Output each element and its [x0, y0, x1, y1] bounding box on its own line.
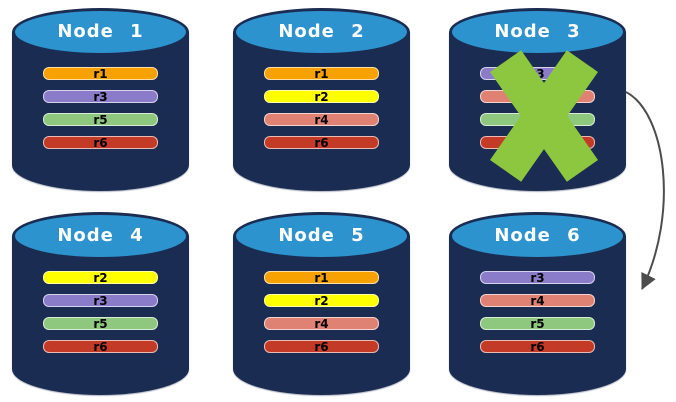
node-6: Node 6 r3 r4 r5 r6 [449, 212, 626, 395]
replica-bar-r1: r1 [264, 66, 379, 81]
replica-bar-r6: r6 [264, 135, 379, 150]
replica-label: r6 [314, 339, 329, 354]
replica-bar-r5: r5 [43, 112, 158, 127]
replica-bar-r3: r3 [480, 270, 595, 285]
replica-bar-r4: r4 [480, 89, 595, 104]
node-2-title: Node 2 [278, 21, 365, 42]
node-1-cylinder-top [12, 8, 189, 56]
replica-bar-r6: r6 [480, 339, 595, 354]
replica-label: r4 [530, 293, 545, 308]
replica-bar-r1: r1 [264, 270, 379, 285]
replica-label: r6 [530, 339, 545, 354]
node-6-replica-list: r3 r4 r5 r6 [480, 271, 595, 363]
node-3: Node 3 r3 r4 r5 r6 [449, 8, 626, 191]
replica-label: r6 [93, 339, 108, 354]
replica-bar-r6: r6 [43, 135, 158, 150]
replica-label: r3 [93, 293, 108, 308]
replica-label: r2 [314, 89, 329, 104]
replica-label: r6 [314, 135, 329, 150]
replica-bar-r3: r3 [43, 89, 158, 104]
replica-label: r4 [530, 89, 545, 104]
node-5-cylinder-body [233, 236, 410, 395]
replica-label: r5 [530, 316, 545, 331]
replica-bar-r2: r2 [264, 89, 379, 104]
replica-label: r2 [314, 293, 329, 308]
node-5-cylinder-top [233, 212, 410, 260]
node-2: Node 2 r1 r2 r4 r6 [233, 8, 410, 191]
replica-label: r4 [314, 316, 329, 331]
replica-bar-r2: r2 [43, 270, 158, 285]
replica-bar-r5: r5 [43, 316, 158, 331]
node-5: Node 5 r1 r2 r4 r6 [233, 212, 410, 395]
replica-bar-r1: r1 [43, 66, 158, 81]
replica-label: r2 [93, 270, 108, 285]
replica-label: r5 [93, 316, 108, 331]
replica-bar-r4: r4 [264, 112, 379, 127]
node-1-cylinder-body [12, 32, 189, 191]
replica-label: r1 [314, 66, 329, 81]
node-6-cylinder-body [449, 236, 626, 395]
node-2-cylinder-top [233, 8, 410, 56]
replica-label: r1 [314, 270, 329, 285]
replica-bar-r3: r3 [43, 293, 158, 308]
node-4-title: Node 4 [57, 225, 144, 246]
replica-label: r5 [93, 112, 108, 127]
node-2-cylinder-body [233, 32, 410, 191]
replica-label: r3 [530, 66, 545, 81]
node-3-title: Node 3 [494, 21, 581, 42]
replica-bar-r2: r2 [264, 293, 379, 308]
node-4-replica-list: r2 r3 r5 r6 [43, 271, 158, 363]
node-1-replica-list: r1 r3 r5 r6 [43, 67, 158, 159]
node-1-title: Node 1 [57, 21, 144, 42]
replica-bar-r5: r5 [480, 316, 595, 331]
replica-label: r1 [93, 66, 108, 81]
node-3-replica-list: r3 r4 r5 r6 [480, 67, 595, 159]
replica-bar-r4: r4 [480, 293, 595, 308]
failover-arrow-path [625, 91, 665, 290]
replica-bar-r5: r5 [480, 112, 595, 127]
node-5-title: Node 5 [278, 225, 365, 246]
replica-bar-r6: r6 [264, 339, 379, 354]
replica-label: r4 [314, 112, 329, 127]
node-4-cylinder-body [12, 236, 189, 395]
replica-bar-r4: r4 [264, 316, 379, 331]
node-2-replica-list: r1 r2 r4 r6 [264, 67, 379, 159]
node-6-cylinder-top [449, 212, 626, 260]
replica-label: r3 [530, 270, 545, 285]
replica-label: r6 [530, 135, 545, 150]
replica-bar-r6: r6 [480, 135, 595, 150]
node-4-cylinder-top [12, 212, 189, 260]
replica-label: r6 [93, 135, 108, 150]
replica-label: r3 [93, 89, 108, 104]
node-6-title: Node 6 [494, 225, 581, 246]
node-5-replica-list: r1 r2 r4 r6 [264, 271, 379, 363]
node-1: Node 1 r1 r3 r5 r6 [12, 8, 189, 191]
node-4: Node 4 r2 r3 r5 r6 [12, 212, 189, 395]
replica-bar-r6: r6 [43, 339, 158, 354]
replica-label: r5 [530, 112, 545, 127]
replica-bar-r3: r3 [480, 66, 595, 81]
